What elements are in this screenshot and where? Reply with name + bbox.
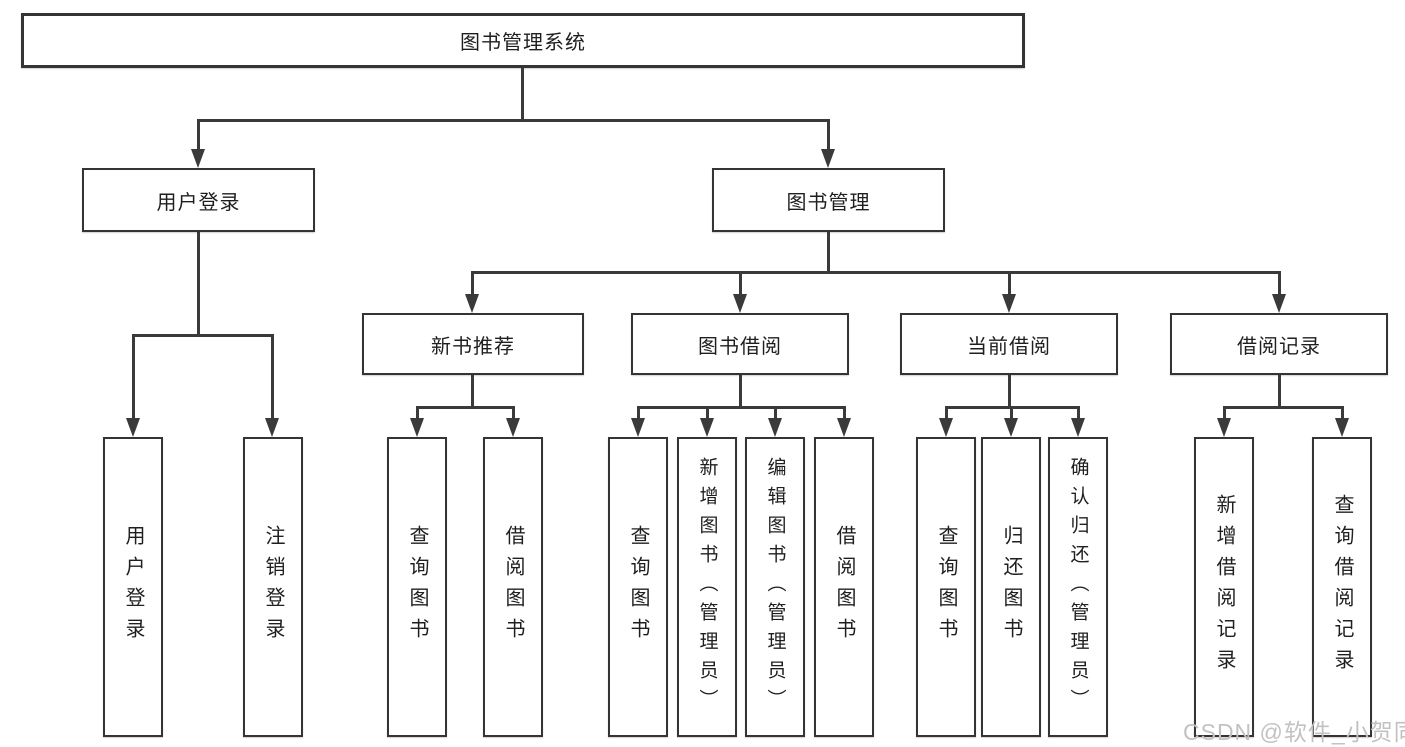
connector-drop-leaf-user-login: [132, 334, 135, 421]
leaf-br-add-record: 新增借阅记录: [1194, 437, 1254, 737]
leaf-label: 查询借阅记录: [1331, 494, 1353, 680]
leaf-user-login: 用户登录: [103, 437, 163, 737]
connector-drop-nb-query: [416, 406, 419, 421]
leaf-label: 编辑图书（管理员）: [764, 456, 786, 718]
leaf-nb-borrow-books: 借阅图书: [483, 437, 543, 737]
connector-user-login-trunk: [197, 232, 200, 336]
connector-level2-rail: [197, 119, 830, 122]
arrow-down-icon: [126, 418, 140, 437]
connector-new-books-trunk: [471, 375, 474, 409]
leaf-label: 查询图书: [627, 525, 649, 649]
connector-drop-cb-confirm: [1077, 406, 1080, 421]
leaf-label: 确认归还（管理员）: [1067, 456, 1089, 718]
arrow-down-icon: [1071, 418, 1085, 437]
connector-book-borrow-trunk: [739, 375, 742, 409]
arrow-down-icon: [506, 418, 520, 437]
arrow-down-icon: [700, 418, 714, 437]
leaf-logout: 注销登录: [243, 437, 303, 737]
arrow-down-icon: [939, 418, 953, 437]
connector-level3-rail: [471, 271, 1281, 274]
leaf-label: 新增借阅记录: [1213, 494, 1235, 680]
node-root-library-system: 图书管理系统: [21, 13, 1025, 68]
leaf-label: 用户登录: [122, 525, 144, 649]
connector-drop-new-books: [471, 271, 474, 297]
connector-drop-current-borrow: [1008, 271, 1011, 297]
leaf-label: 借阅图书: [833, 525, 855, 649]
node-book-borrowing: 图书借阅: [631, 313, 849, 375]
leaf-cb-query-books: 查询图书: [916, 437, 976, 737]
connector-borrow-records-trunk: [1278, 375, 1281, 409]
leaf-label: 查询图书: [406, 525, 428, 649]
leaf-label: 新增图书（管理员）: [696, 456, 718, 718]
connector-drop-br-query: [1341, 406, 1344, 421]
arrow-down-icon: [631, 418, 645, 437]
leaf-bw-add-books-admin: 新增图书（管理员）: [677, 437, 737, 737]
leaf-bw-borrow-books: 借阅图书: [814, 437, 874, 737]
node-borrow-records: 借阅记录: [1170, 313, 1388, 375]
leaf-nb-query-books: 查询图书: [387, 437, 447, 737]
leaf-cb-return-books: 归还图书: [981, 437, 1041, 737]
arrow-down-icon: [1335, 418, 1349, 437]
csdn-watermark: CSDN @软件_小贺同学: [1183, 719, 1405, 745]
connector-drop-cb-return: [1010, 406, 1013, 421]
connector-drop-bw-query: [637, 406, 640, 421]
connector-root-trunk: [521, 68, 524, 120]
arrow-down-icon: [265, 418, 279, 437]
connector-drop-book-borrow: [739, 271, 742, 297]
connector-drop-leaf-logout: [271, 334, 274, 421]
leaf-cb-confirm-return-admin: 确认归还（管理员）: [1048, 437, 1108, 737]
arrow-down-icon: [821, 149, 835, 168]
connector-br-rail: [1223, 406, 1343, 409]
connector-drop-bw-edit: [774, 406, 777, 421]
leaf-label: 归还图书: [1000, 525, 1022, 649]
leaf-bw-edit-books-admin: 编辑图书（管理员）: [745, 437, 805, 737]
connector-current-borrow-trunk: [1008, 375, 1011, 409]
connector-drop-borrow-records: [1278, 271, 1281, 297]
connector-drop-user-login: [197, 119, 200, 152]
arrow-down-icon: [465, 294, 479, 313]
connector-drop-nb-borrow: [512, 406, 515, 421]
connector-nb-rail: [416, 406, 515, 409]
connector-drop-book-mgmt: [827, 119, 830, 152]
connector-drop-br-add: [1223, 406, 1226, 421]
leaf-label: 查询图书: [935, 525, 957, 649]
node-user-login: 用户登录: [82, 168, 315, 232]
connector-user-rail: [132, 334, 274, 337]
leaf-label: 注销登录: [262, 525, 284, 649]
arrow-down-icon: [1004, 418, 1018, 437]
connector-drop-bw-borrow: [843, 406, 846, 421]
arrow-down-icon: [1272, 294, 1286, 313]
leaf-bw-query-books: 查询图书: [608, 437, 668, 737]
connector-drop-cb-query: [945, 406, 948, 421]
node-new-book-recommend: 新书推荐: [362, 313, 584, 375]
arrow-down-icon: [837, 418, 851, 437]
arrow-down-icon: [1002, 294, 1016, 313]
connector-drop-bw-add: [706, 406, 709, 421]
node-book-management: 图书管理: [712, 168, 945, 232]
leaf-label: 借阅图书: [502, 525, 524, 649]
connector-book-mgmt-trunk: [827, 232, 830, 274]
arrow-down-icon: [1217, 418, 1231, 437]
node-current-borrowing: 当前借阅: [900, 313, 1118, 375]
connector-bw-rail: [637, 406, 845, 409]
arrow-down-icon: [410, 418, 424, 437]
leaf-br-query-record: 查询借阅记录: [1312, 437, 1372, 737]
arrow-down-icon: [733, 294, 747, 313]
arrow-down-icon: [768, 418, 782, 437]
arrow-down-icon: [191, 149, 205, 168]
